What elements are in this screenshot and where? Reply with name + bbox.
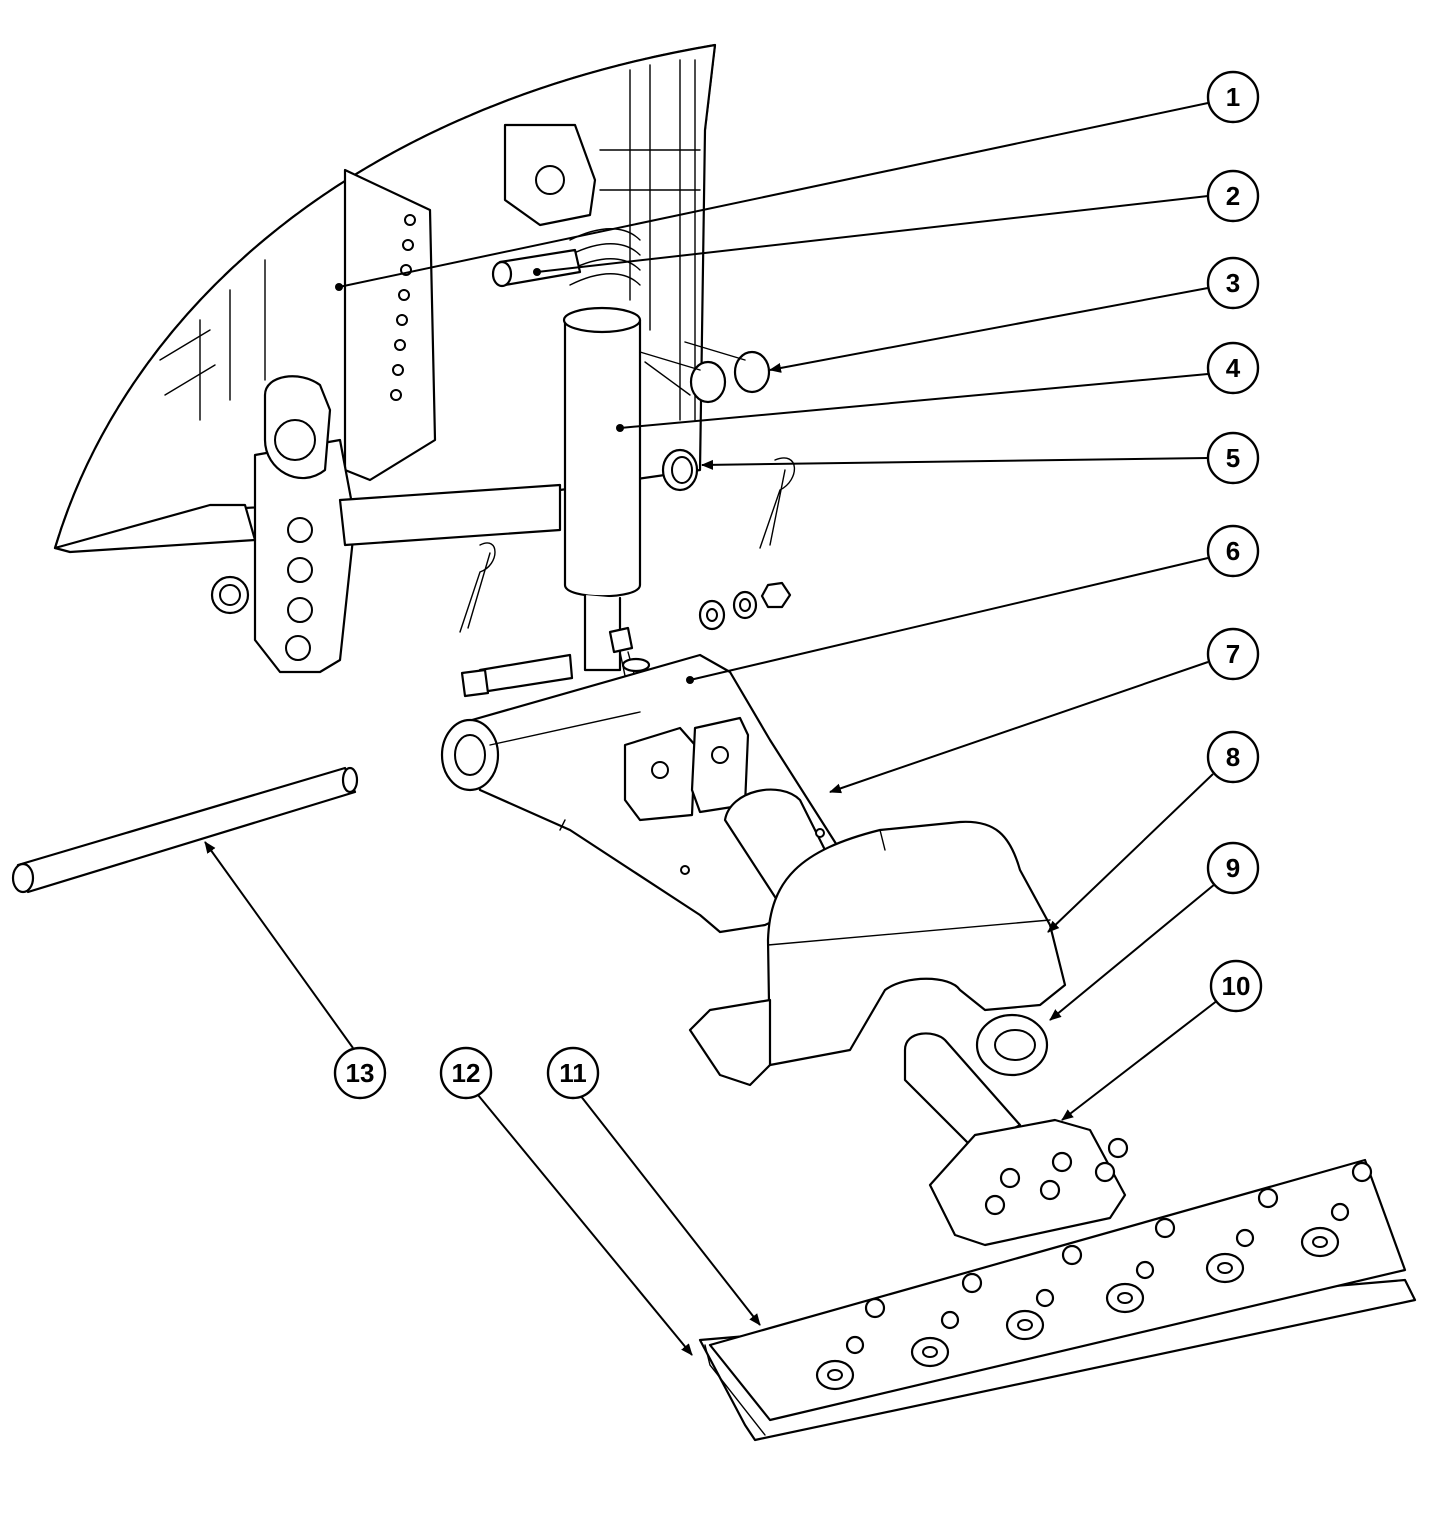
hair-pins (459, 457, 796, 633)
callout-11-label: 11 (559, 1058, 587, 1088)
callout-12-label: 12 (452, 1058, 481, 1088)
callout-6: 6 (1206, 524, 1260, 578)
part-9-bushing (975, 1013, 1049, 1077)
long-bolt (460, 653, 574, 698)
callout-11: 11 (546, 1046, 600, 1100)
callout-9-label: 9 (1226, 853, 1240, 883)
callout-3-label: 3 (1226, 268, 1240, 298)
part-11-12-cutting-edges (698, 1158, 1417, 1442)
callout-10-label: 10 (1222, 971, 1251, 1001)
callout-5-label: 5 (1226, 443, 1240, 473)
callout-10: 10 (1209, 959, 1263, 1013)
callout-7: 7 (1206, 627, 1260, 681)
part-4-vertical-tube (562, 306, 642, 672)
callout-2: 2 (1206, 169, 1260, 223)
part-13-long-pin (11, 766, 359, 894)
callout-5: 5 (1206, 431, 1260, 485)
callout-12: 12 (439, 1046, 493, 1100)
callout-7-label: 7 (1226, 639, 1240, 669)
callout-9: 9 (1206, 841, 1260, 895)
part-5-bushing (661, 448, 699, 492)
small-bolt (608, 626, 651, 691)
callout-3: 3 (1206, 256, 1260, 310)
callout-13-label: 13 (346, 1058, 375, 1088)
callout-1: 1 (1206, 70, 1260, 124)
callout-4-label: 4 (1226, 353, 1241, 383)
callout-8: 8 (1206, 730, 1260, 784)
callout-13: 13 (333, 1046, 387, 1100)
leader-lines (204, 102, 1219, 1356)
part-3-clips (639, 341, 771, 404)
callout-6-label: 6 (1226, 536, 1240, 566)
machine-frame (53, 43, 717, 674)
part-10-clamp-plate (928, 1118, 1129, 1247)
callout-1-label: 1 (1226, 82, 1240, 112)
callout-2-label: 2 (1226, 181, 1240, 211)
callout-4: 4 (1206, 341, 1260, 395)
callout-8-label: 8 (1226, 742, 1240, 772)
part-2-pin (491, 248, 582, 288)
part-8-housing (688, 820, 1067, 1087)
nuts-washers (698, 581, 792, 631)
